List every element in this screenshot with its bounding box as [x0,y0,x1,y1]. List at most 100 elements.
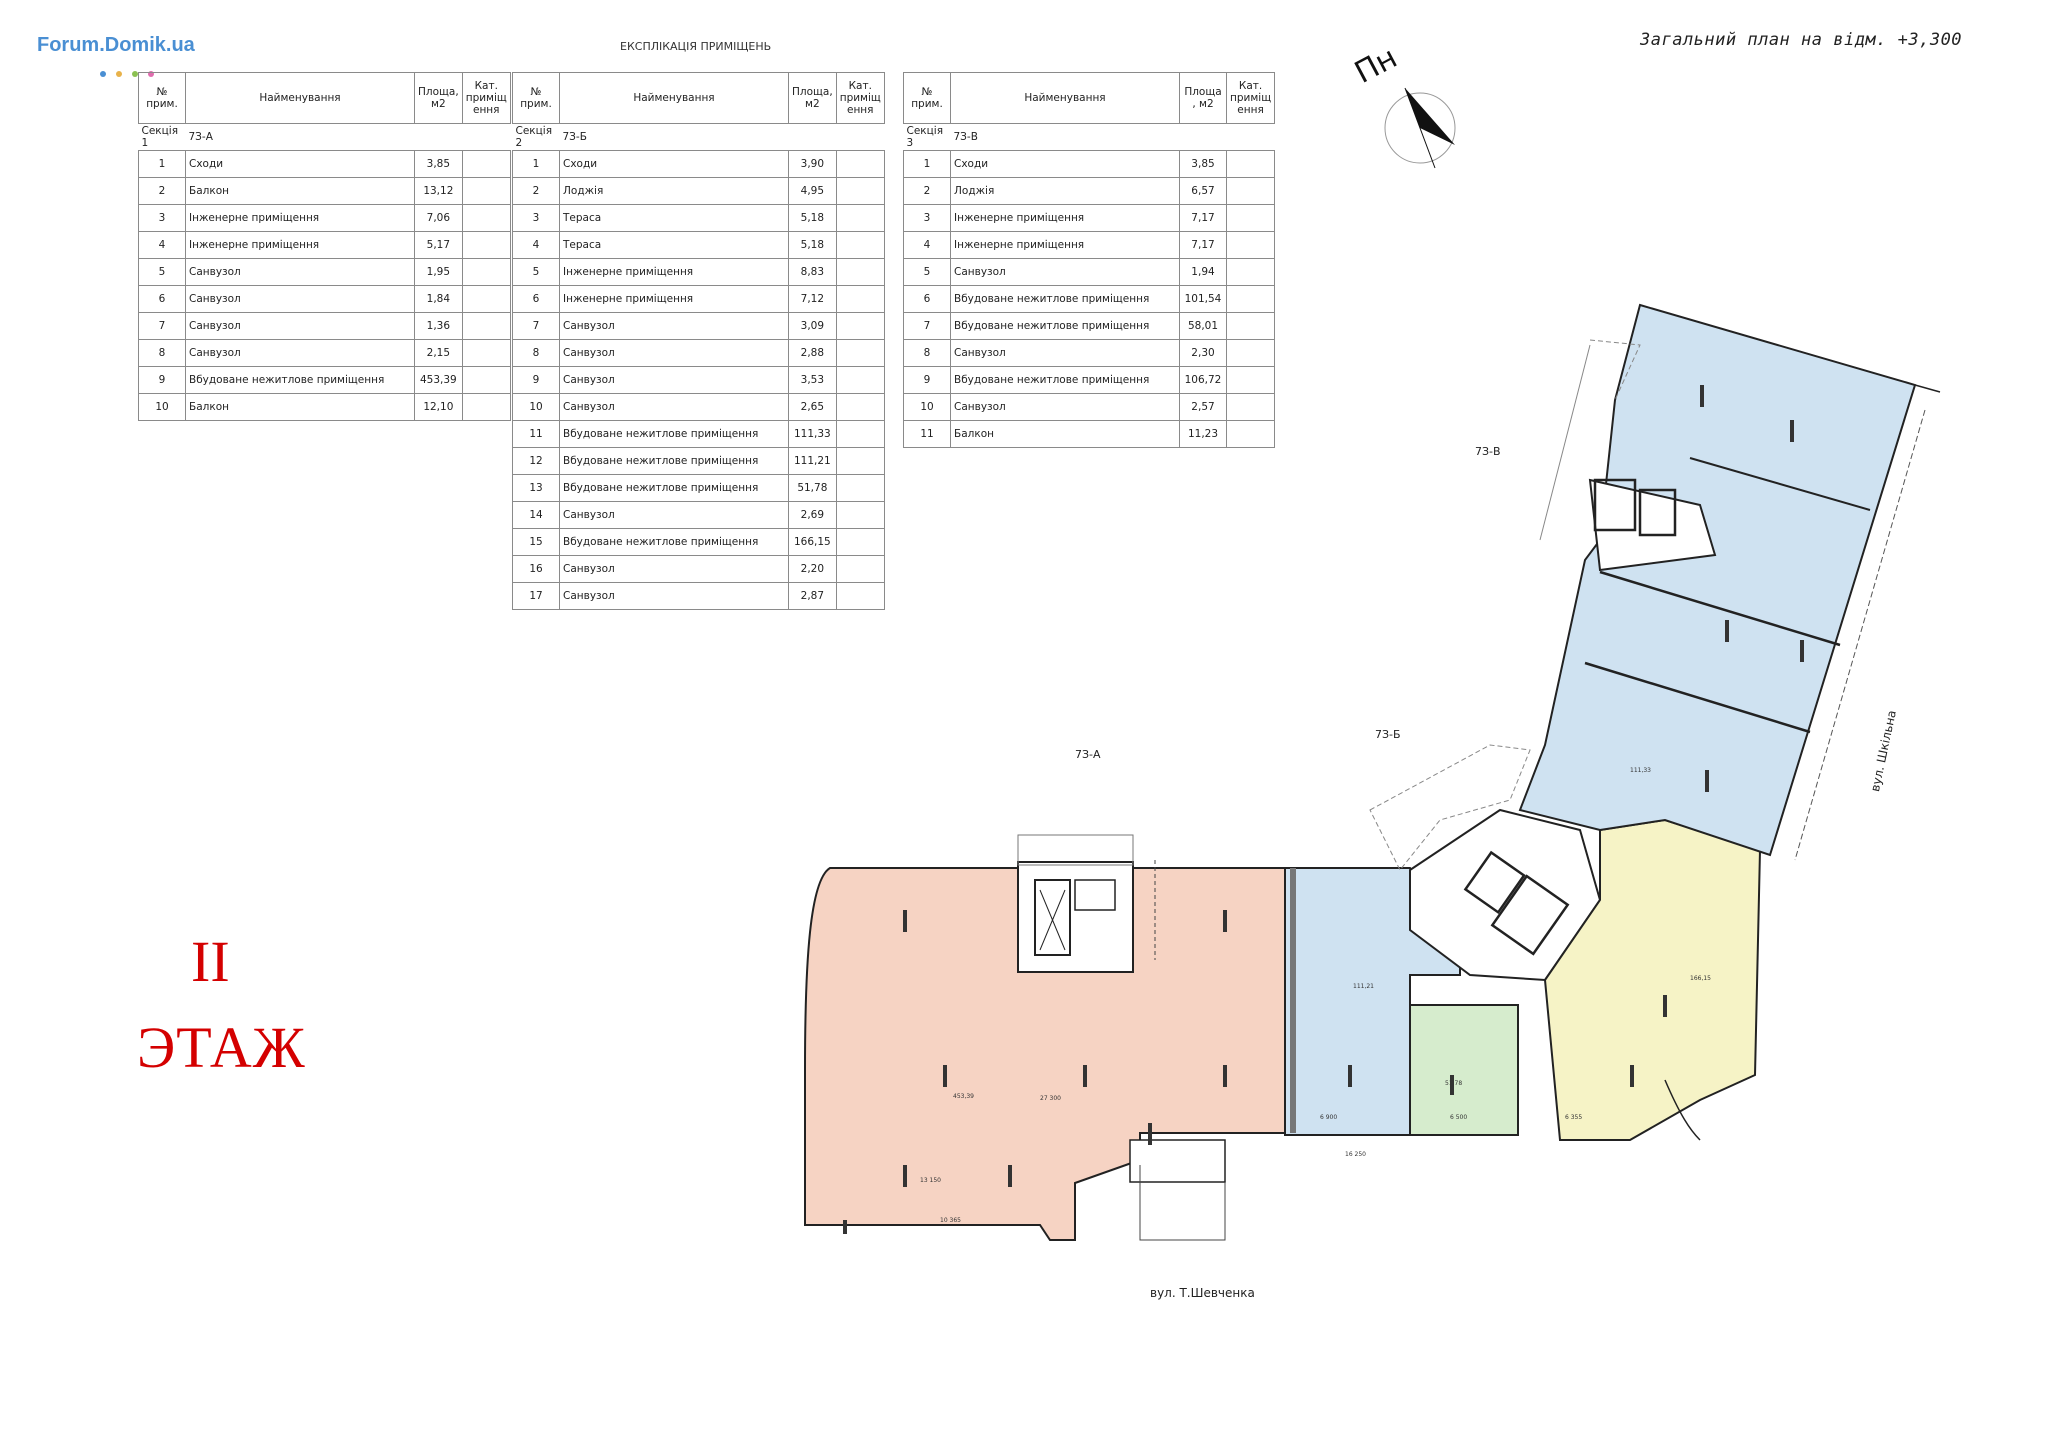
room-number: 4 [138,231,186,259]
dim-label: 13 150 [920,1177,941,1184]
room-name: Санвузол [950,339,1180,367]
room-name: Санвузол [185,258,415,286]
plan-title: Загальний план на відм. +3,300 [1640,30,1963,50]
room-name: Інженерне приміщення [185,204,415,232]
room-area: 106,72 [1179,366,1227,394]
room-number: 8 [138,339,186,367]
room-area: 13,12 [414,177,463,205]
room-area-tag: 111,33 [1630,767,1651,774]
room-area: 101,54 [1179,285,1227,313]
room-category [1225,285,1276,313]
room-category [835,528,885,556]
room-number: 17 [512,582,560,610]
col-num: № прим. [512,72,560,124]
section-label: Секція 3 [903,123,951,151]
zone-section-b-core [1369,744,1602,982]
room-number: 1 [512,150,560,178]
room-area: 12,10 [414,393,463,421]
room-name: Вбудоване нежитлове приміщення [950,285,1180,313]
col-cat: Кат. приміщ ення [461,72,511,124]
room-number: 7 [903,312,951,340]
col-num: № прим. [903,72,951,124]
room-area: 2,20 [788,555,837,583]
room-area: 3,09 [788,312,837,340]
room-category [835,339,885,367]
explication-table-section-3: № прим. Найменування Площа , м2 Кат. при… [903,72,1276,448]
room-name: Вбудоване нежитлове приміщення [559,420,789,448]
north-arrow-icon [1384,87,1456,169]
room-name: Лоджія [950,177,1180,205]
room-category [835,231,885,259]
room-number: 14 [512,501,560,529]
room-category [835,312,885,340]
col-area: Площа, м2 [414,72,463,124]
room-name: Балкон [950,420,1180,448]
room-number: 9 [903,366,951,394]
room-name: Санвузол [559,312,789,340]
room-area-tag: 51,78 [1445,1080,1462,1087]
plan-label-section-c: 7З-В [1475,445,1501,458]
room-name: Вбудоване нежитлове приміщення [185,366,415,394]
room-number: 11 [903,420,951,448]
room-name: Вбудоване нежитлове приміщення [950,366,1180,394]
room-category [461,258,511,286]
col-name: Найменування [950,72,1180,124]
section-label: Секція 2 [512,123,560,151]
room-name: Санвузол [559,393,789,421]
room-name: Санвузол [559,582,789,610]
room-number: 10 [903,393,951,421]
floor-number: II [191,929,230,994]
room-name: Вбудоване нежитлове приміщення [559,447,789,475]
room-category [835,285,885,313]
room-category [835,447,885,475]
room-category [835,258,885,286]
room-area: 1,94 [1179,258,1227,286]
room-name: Вбудоване нежитлове приміщення [950,312,1180,340]
section-code: 7З-В [950,123,1275,151]
room-category [461,366,511,394]
dim-label: 6 900 [1320,1114,1337,1121]
room-area-tag: 166,15 [1690,975,1711,982]
room-category [1225,258,1276,286]
sheet-title: ЕКСПЛІКАЦІЯ ПРИМІЩЕНЬ [620,40,772,53]
room-number: 10 [138,393,186,421]
room-area: 7,17 [1179,231,1227,259]
room-number: 2 [512,177,560,205]
col-cat: Кат. приміщ ення [1225,72,1276,124]
section-label: Секція 1 [138,123,186,151]
room-name: Інженерне приміщення [950,204,1180,232]
floor-word: ЭТАЖ [137,1015,306,1080]
room-category [1225,366,1276,394]
col-cat: Кат. приміщ ення [835,72,885,124]
room-category [1225,339,1276,367]
room-category [1225,420,1276,448]
explication-table-section-1: № прим. Найменування Площа, м2 Кат. прим… [138,72,511,421]
room-category [835,177,885,205]
room-area-tag: 453,39 [953,1093,974,1100]
dim-label: 16 250 [1345,1151,1366,1158]
room-number: 5 [903,258,951,286]
